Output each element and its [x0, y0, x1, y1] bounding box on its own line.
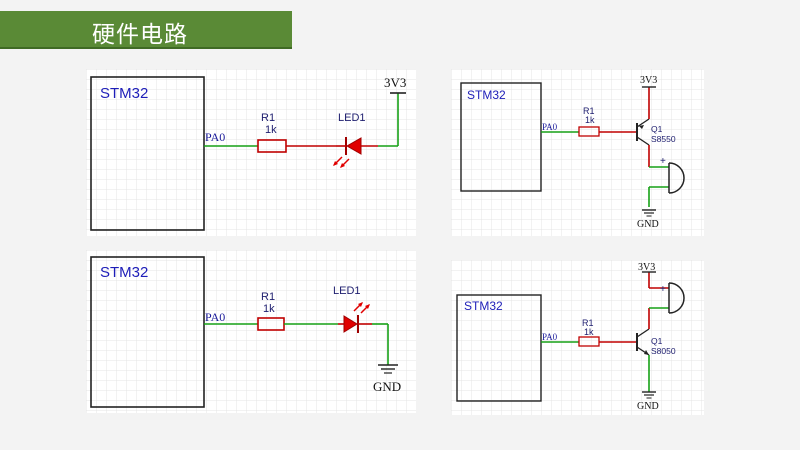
ground-symbol — [378, 364, 398, 374]
transistor-symbol — [636, 118, 650, 146]
ground-label: GND — [637, 219, 659, 230]
led-ref: LED1 — [338, 112, 366, 124]
mcu-box — [460, 82, 542, 192]
pin-label: PA0 — [542, 332, 558, 342]
buzzer-symbol — [668, 162, 685, 194]
schematic-led-low: STM32 PA0 R1 1k LED1 GND — [86, 250, 416, 413]
buzzer-plus: + — [660, 284, 666, 295]
mcu-label: STM32 — [100, 264, 148, 281]
resistor-ref: R1 — [582, 318, 594, 328]
transistor-part: S8550 — [651, 134, 676, 144]
resistor-value: 1k — [265, 124, 277, 136]
buzzer-plus: + — [660, 156, 666, 167]
schematic-led-high: STM32 PA0 R1 1k LED1 3V3 — [86, 69, 416, 236]
resistor-value: 1k — [585, 115, 595, 125]
supply-label: 3V3 — [384, 75, 406, 90]
transistor-ref: Q1 — [651, 336, 663, 346]
page-title: 硬件电路 — [92, 22, 188, 48]
transistor-ref: Q1 — [651, 124, 663, 134]
pin-label: PA0 — [205, 310, 225, 324]
resistor-value: 1k — [584, 327, 594, 337]
schematic-buzzer-pnp: STM32 PA0 R1 1k Q1 S8550 3V3 + — [451, 69, 704, 236]
ground-label: GND — [373, 379, 401, 394]
mcu-label: STM32 — [100, 85, 148, 102]
led-symbol — [338, 302, 372, 333]
transistor-symbol — [636, 328, 650, 356]
title-banner: 硬件电路 — [0, 11, 292, 49]
led-ref: LED1 — [333, 285, 361, 297]
ground-symbol — [642, 209, 656, 217]
ground-label: GND — [637, 401, 659, 412]
mcu-box — [90, 76, 205, 231]
schematic-buzzer-npn: STM32 PA0 R1 1k Q1 S8050 3V3 + — [451, 260, 704, 415]
transistor-part: S8050 — [651, 346, 676, 356]
pin-label: PA0 — [542, 122, 558, 132]
mcu-label: STM32 — [467, 88, 506, 102]
supply-label: 3V3 — [638, 262, 655, 273]
mcu-box — [456, 294, 542, 402]
resistor-ref: R1 — [261, 112, 275, 124]
resistor-value: 1k — [263, 303, 275, 315]
buzzer-symbol — [668, 282, 685, 314]
mcu-box — [90, 256, 205, 408]
ground-symbol — [642, 391, 656, 399]
mcu-label: STM32 — [464, 299, 503, 313]
pin-label: PA0 — [205, 130, 225, 144]
led-symbol — [333, 137, 378, 168]
resistor-ref: R1 — [261, 291, 275, 303]
supply-label: 3V3 — [640, 75, 657, 86]
resistor-ref: R1 — [583, 106, 595, 116]
